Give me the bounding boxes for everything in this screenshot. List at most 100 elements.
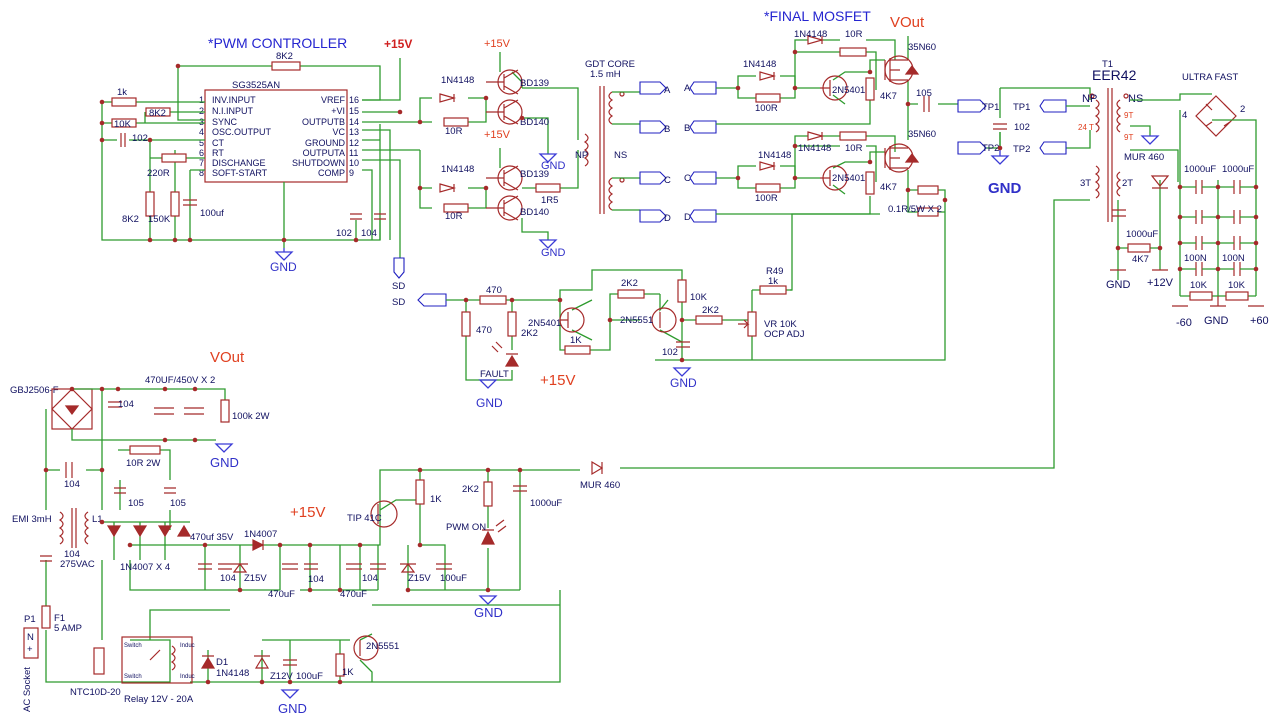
label-m-rsense: 0.1R/5W X 2	[888, 204, 942, 215]
transistor-bd140-a	[486, 99, 523, 125]
label-d1n4148-2: 1N4148	[441, 164, 474, 175]
label-c100n-a: 100N	[1184, 253, 1207, 264]
gnd-symbol-fault	[478, 379, 498, 389]
label-s-ntc: NTC10D-20	[70, 687, 121, 698]
ic-pin-9-name: COMP	[318, 168, 345, 178]
ic-pin-16-name: VREF	[321, 95, 346, 105]
rail-label-15v-ic: +15V	[384, 37, 412, 51]
resistor-10r-mosfet-a	[839, 47, 867, 57]
label-s-bridge: GBJ2506-F	[10, 385, 59, 396]
pwm-controller-title: *PWM CONTROLLER	[208, 35, 347, 51]
diode-mur460-secondary	[1150, 175, 1170, 189]
ic-pin-8-num: 8	[199, 168, 204, 178]
resistor-r49	[759, 285, 787, 295]
primary-wiring	[999, 87, 1091, 148]
ac-connector-p1	[23, 627, 39, 659]
potentiometer-wiper	[738, 319, 750, 329]
label-10k: 10K	[114, 119, 132, 130]
gnd-label-bulk: GND	[210, 455, 239, 470]
label-np: NP	[575, 150, 588, 161]
label-s-l1: L1	[92, 514, 103, 525]
gnd-label-fault: GND	[476, 396, 503, 410]
diode-1n4148-mosfet-c	[759, 161, 777, 171]
zener-15v-a	[232, 563, 248, 573]
label-d1n4148-1: 1N4148	[441, 75, 474, 86]
capacitors-470uf-regulator	[346, 563, 386, 570]
label-s-d1: D1	[216, 657, 228, 668]
capacitor-100uf-relay	[283, 659, 297, 666]
label-s-1n4007x4: 1N4007 X 4	[120, 562, 170, 573]
label-r10r-2: 10R	[445, 211, 463, 222]
label-p-470b: 470	[476, 325, 492, 336]
label-p-r49: R49	[766, 266, 783, 277]
label-s-r100k: 100k 2W	[232, 411, 270, 422]
rail-label-p60: +60	[1250, 315, 1269, 327]
junction-dots	[43, 49, 1259, 685]
port-a-mosfet	[689, 81, 717, 95]
label-s-470uf35: 470uf 35V	[190, 532, 234, 543]
label-s-acsock: AC Socket	[22, 667, 33, 712]
port-b-gdt	[639, 120, 667, 134]
gnd-label-regulator: GND	[474, 605, 503, 620]
resistor-1k	[111, 97, 137, 107]
label-s-z15a: Z15V	[244, 573, 267, 584]
led-pwm-on	[481, 530, 495, 545]
label-p-r49v: 1k	[768, 276, 778, 287]
label-p-470a: 470	[486, 285, 502, 296]
resistor-8k2-bot	[145, 191, 155, 217]
potentiometer-vr10k	[747, 311, 757, 337]
rail-label-m60: -60	[1176, 317, 1192, 329]
rail-label-12v: +12V	[1147, 277, 1174, 289]
diode-1n4007	[252, 539, 265, 551]
capacitor-105-mosfet	[923, 96, 930, 112]
port-tp2-label-mosfet: TP2	[982, 143, 999, 154]
capacitors-105-snubber	[114, 487, 176, 494]
zener-15v-b	[400, 563, 416, 573]
gnd-symbol-regulator	[478, 595, 498, 605]
rail-label-vout-top: VOut	[890, 14, 925, 31]
label-p-10k: 10K	[690, 292, 708, 303]
label-t-9t-b: 9T	[1124, 133, 1133, 142]
label-s-c104: 104	[118, 399, 134, 410]
label-s-1000uf: 1000uF	[530, 498, 562, 509]
label-s-z12: Z12V	[270, 671, 293, 682]
aux-winding-wire	[620, 199, 1090, 469]
label-s-f1: F1	[54, 613, 65, 624]
port-tp2-transformer	[1039, 141, 1067, 155]
ic-pin-2-num: 2	[199, 106, 204, 116]
label-m-r10r-a: 10R	[845, 29, 863, 40]
mosfet-35n60-a	[884, 55, 920, 85]
label-c104-ic: 104	[361, 228, 377, 239]
label-c102-ic: 102	[336, 228, 352, 239]
resistor-4k7-aux	[1127, 243, 1151, 253]
gdt-output-wires	[612, 91, 640, 211]
label-s-c104b: 104	[64, 479, 80, 490]
port-tp1-transformer	[1039, 99, 1067, 113]
resistor-100r-mosfet-a	[755, 93, 781, 103]
port-a-gdt	[639, 81, 667, 95]
ic-part-name: SG3525AN	[232, 80, 280, 91]
label-s-c104g: 104	[362, 573, 378, 584]
sd-label-ic: SD	[392, 281, 405, 292]
ic-pin-5-num: 5	[199, 138, 204, 148]
diode-1n4148-driver-a	[439, 93, 457, 103]
resistor-100r-mosfet-b	[755, 183, 781, 193]
label-m-35n60-b: 35N60	[908, 129, 936, 140]
ic-pin-10-name: SHUTDOWN	[292, 158, 345, 168]
led-pwm-on-arrows	[482, 519, 507, 533]
label-150k: 150K	[148, 214, 171, 225]
label-s-pwmon: PWM ON	[446, 522, 486, 533]
resistor-2k2-base	[617, 289, 645, 299]
label-p-2k2c: 2K2	[702, 305, 719, 316]
port-b-mosfet	[689, 120, 717, 134]
label-t-c102: 102	[1014, 122, 1030, 133]
label-c1000-a: 1000uF	[1184, 164, 1216, 175]
ic-pin-2-name: N.I.INPUT	[212, 106, 254, 116]
transistor-bd139-a	[486, 69, 523, 95]
resistor-2k2-ocp	[695, 315, 723, 325]
label-mur460-top: MUR 460	[1124, 152, 1164, 163]
label-s-switch2: Switch	[124, 674, 142, 680]
bridge-pin-2: 2	[1240, 104, 1245, 115]
resistor-10r-mosfet-b	[839, 131, 867, 141]
ic-pin-14-num: 14	[349, 117, 359, 127]
